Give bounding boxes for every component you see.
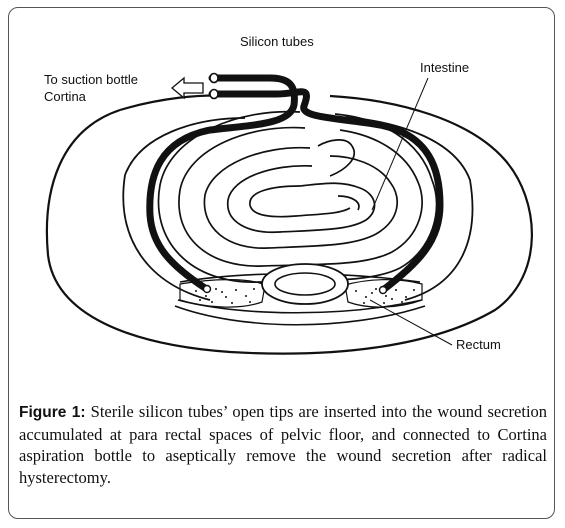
pelvic-cavity-top-left (124, 117, 246, 176)
tube-open-end-left-bottom (209, 88, 219, 100)
rectum-leader-line (369, 299, 453, 346)
rectum-outer (261, 263, 349, 305)
para-rectal-space-right (344, 279, 423, 308)
caption-label: Figure 1: (19, 404, 86, 421)
intestine-loop-4 (227, 164, 376, 234)
intestine-inner-s (317, 139, 360, 211)
pelvic-floor-base (174, 305, 426, 326)
rectum-inner (274, 272, 336, 296)
intestine-loop-5 (249, 185, 351, 218)
silicon-tubes-label: Silicon tubes (240, 34, 314, 49)
tube-tip-left (202, 284, 212, 294)
pelvic-drain-illustration (45, 72, 533, 355)
tube-open-end-left-top (209, 72, 219, 84)
para-rectal-space-left (179, 279, 266, 308)
intestine-loop-3 (203, 146, 398, 249)
suction-direction-arrow-icon (170, 76, 204, 100)
outer-pelvis-outline (45, 94, 533, 355)
figure-caption: Figure 1: Sterile silicon tubes’ open ti… (19, 401, 547, 488)
tube-tip-right (378, 285, 388, 295)
caption-text: Sterile silicon tubes’ open tips are ins… (19, 402, 548, 487)
intestine-outer-loop (157, 110, 438, 283)
rectum-label: Rectum (456, 337, 501, 352)
silicon-tube-right (208, 88, 444, 294)
cortina-label: Cortina (44, 89, 86, 104)
silicon-tube-left (146, 74, 298, 292)
para-rectal-stipple (195, 288, 415, 304)
suction-bottle-label: To suction bottle (44, 72, 138, 87)
intestine-leader-line (371, 77, 429, 211)
intestine-label: Intestine (420, 60, 470, 75)
